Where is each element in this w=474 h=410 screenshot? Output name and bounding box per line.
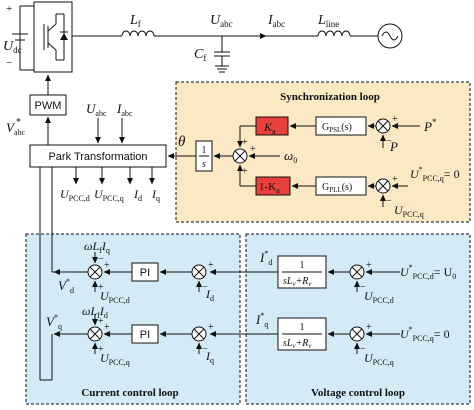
omega0-label: ω0: [284, 148, 297, 165]
igbt-symbol: [43, 13, 68, 61]
one-minus-ka-block: [255, 176, 291, 196]
pwm-label: PWM: [35, 100, 62, 112]
park-uabc-input: Uabc: [86, 101, 107, 118]
current-loop-region: [25, 233, 241, 405]
pll-upccq-label: UPCC,q: [394, 203, 424, 219]
pll-upccq-star-label: U*PCC,q= 0: [410, 165, 460, 183]
current-d-plus-right: +: [104, 260, 110, 271]
pi-q-label: PI: [140, 329, 150, 341]
current-d-error-plus: +: [208, 260, 214, 271]
power-sum-minus: −: [386, 136, 392, 147]
gpsl-block: [315, 116, 367, 136]
voltage-d-minus: −: [360, 282, 366, 293]
sync-sum-plus-top: +: [242, 137, 248, 148]
power-sum-plus: +: [392, 114, 398, 125]
current-id-feedback: Id: [205, 287, 214, 303]
cf-label: Cf: [194, 47, 206, 63]
voltage-d-plus: +: [366, 260, 372, 271]
omega-lf-iq-label: ωLfIq: [84, 239, 110, 255]
current-upccq-label: UPCC,q: [100, 351, 130, 367]
sync-sum-plus-right: +: [250, 144, 256, 155]
park-output-iq: Iq: [151, 187, 160, 203]
sync-loop-title: Synchronization loop: [280, 91, 380, 103]
pll-sum-minus: −: [386, 196, 392, 207]
park-transformation-block: [29, 144, 167, 168]
voltage-q-tf-den: sLv+Rv: [283, 338, 312, 350]
vabc-star-mark: *: [16, 117, 21, 128]
vq-star-label: V*q: [46, 313, 62, 331]
current-d-error-minus: −: [202, 282, 208, 293]
integrator-den: s: [202, 159, 206, 170]
voltage-q-plus: +: [366, 322, 372, 333]
vabc-star-label: Vabc: [6, 120, 26, 137]
dc-plus-sign: +: [6, 3, 12, 15]
current-iq-feedback: Iq: [205, 349, 214, 365]
theta-label: θ: [178, 134, 186, 150]
inverter-block: [33, 1, 73, 73]
udc-label: Udc: [3, 39, 22, 55]
ka-block: [255, 116, 289, 136]
gpll-label: GPLL(s): [322, 182, 352, 194]
current-upccd-label: UPCC,d: [100, 289, 130, 305]
voltage-d-tf-num: 1: [300, 260, 305, 271]
voltage-q-minus: −: [360, 344, 366, 355]
omega-lf-id-label: ωLfId: [82, 304, 108, 320]
gpll-block: [315, 176, 367, 196]
inductor-lline: [317, 30, 351, 37]
inductor-lf: [121, 30, 155, 37]
current-q-plus-bottom: +: [98, 344, 104, 355]
id-star-label: I*d: [259, 249, 272, 267]
iabc-label: Iabc: [267, 13, 285, 29]
pll-sum-plus: +: [392, 174, 398, 185]
pi-d-label: PI: [140, 267, 150, 279]
park-iabc-input: Iabc: [116, 101, 133, 118]
voltage-d-tf-den: sLv+Rv: [283, 276, 312, 288]
uabc-label: Uabc: [210, 13, 233, 29]
iq-star-label: I*q: [255, 311, 268, 329]
ka-label: Ka: [263, 120, 276, 136]
park-output-upcc-d: UPCC,d: [60, 187, 90, 203]
voltage-upccd-star-label: U*PCC,d= U0: [400, 263, 456, 281]
current-loop-title: Current control loop: [81, 387, 178, 399]
current-q-plus-top: +: [98, 316, 104, 327]
p-label: P: [389, 139, 398, 154]
park-label: Park Transformation: [48, 151, 147, 163]
p-star-label: P*: [423, 117, 437, 134]
voltage-upccq-label: UPCC,q: [364, 351, 394, 367]
voltage-q-tf-num: 1: [300, 322, 305, 333]
integrator-num: 1: [202, 145, 207, 156]
park-output-id: Id: [133, 187, 142, 203]
gpsl-label: GPSL(s): [322, 122, 352, 134]
voltage-upccd-label: UPCC,d: [364, 289, 394, 305]
dc-minus-sign: −: [6, 57, 12, 69]
current-q-plus-right: +: [104, 322, 110, 333]
power-stage: + − Udc Lf Uabc Iabc Lline: [3, 1, 403, 73]
current-d-plus-bottom: +: [98, 282, 104, 293]
lline-label: Lline: [317, 13, 339, 29]
park-output-upcc-q: UPCC,q: [94, 187, 124, 203]
voltage-upccq-star-label: U*PCC,q= 0: [400, 325, 450, 343]
current-q-error-minus: −: [202, 344, 208, 355]
vd-star-label: V*d: [58, 277, 74, 295]
sync-loop-region: [175, 81, 471, 223]
lf-label: Lf: [129, 13, 141, 29]
voltage-loop-title: Voltage control loop: [311, 387, 405, 399]
current-q-error-plus: +: [208, 322, 214, 333]
sync-sum-plus-bottom: +: [242, 166, 248, 177]
current-d-minus: −: [98, 254, 104, 265]
one-minus-ka-label: 1-Ka: [259, 181, 280, 195]
